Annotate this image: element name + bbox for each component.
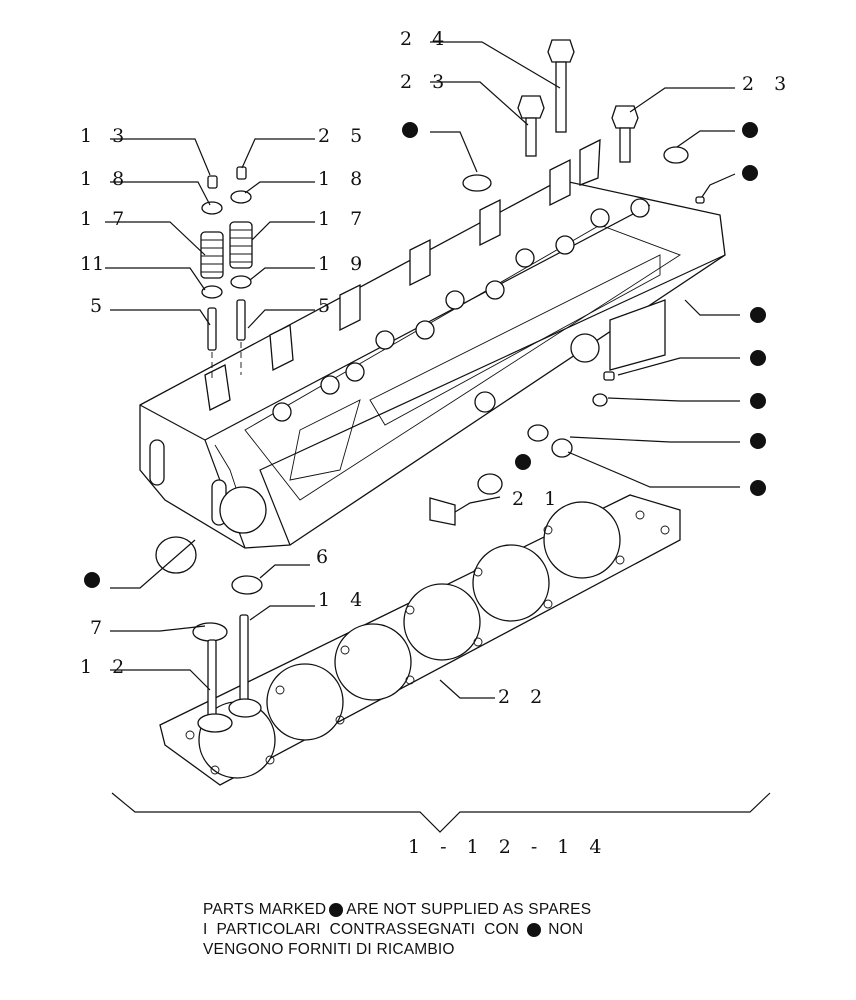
note-line-1-start: PARTS MARKED <box>203 901 327 918</box>
note-line-2-start: I PARTICOLARI CONTRASSEGNATI CON <box>203 921 524 938</box>
callout-labels: 2 4 2 3 2 3 1 3 2 5 1 8 1 8 1 7 1 7 11 1… <box>80 28 793 858</box>
cylinder-head <box>139 138 726 549</box>
marker-dot <box>742 165 758 181</box>
leader-lines <box>105 41 740 699</box>
assembly-bracket <box>111 792 771 833</box>
not-supplied-markers <box>84 122 766 588</box>
callout-11: 11 <box>80 253 104 275</box>
marker-dot <box>750 307 766 323</box>
note-line-2: I PARTICOLARI CONTRASSEGNATI CON NON <box>203 920 591 940</box>
callout-6: 6 <box>316 546 335 568</box>
note-line-3-text: VENGONO FORNITI DI RICAMBIO <box>203 941 455 958</box>
callout-13: 1 3 <box>80 125 131 147</box>
marker-dot <box>750 480 766 496</box>
spares-note: PARTS MARKED ARE NOT SUPPLIED AS SPARES I… <box>203 900 591 960</box>
callout-18-left: 1 8 <box>80 168 131 190</box>
note-line-1: PARTS MARKED ARE NOT SUPPLIED AS SPARES <box>203 900 591 920</box>
note-line-1-end: ARE NOT SUPPLIED AS SPARES <box>346 901 592 918</box>
callout-23-left: 2 3 <box>400 71 451 93</box>
marker-dot <box>84 572 100 588</box>
callout-17-left: 1 7 <box>80 208 131 230</box>
marker-dot <box>515 454 531 470</box>
misc-parts <box>155 146 705 733</box>
callout-12: 1 2 <box>80 656 131 678</box>
marker-dot <box>750 433 766 449</box>
valve-train-right <box>229 166 253 375</box>
callout-5-left: 5 <box>90 295 109 317</box>
marker-dot <box>742 122 758 138</box>
note-line-2-end: NON <box>543 921 584 938</box>
bullet-marker-icon <box>526 923 541 937</box>
callout-25: 2 5 <box>318 125 369 147</box>
callout-21: 2 1 <box>512 488 563 510</box>
marker-dot <box>402 122 418 138</box>
callout-18-right: 1 8 <box>318 168 369 190</box>
callout-14: 1 4 <box>318 589 369 611</box>
callout-7: 7 <box>90 617 109 639</box>
valve-bosses <box>272 198 650 422</box>
bullet-marker-icon <box>329 903 344 917</box>
assembly-label: 1 - 1 2 - 1 4 <box>408 836 609 858</box>
note-line-3: VENGONO FORNITI DI RICAMBIO <box>203 940 591 960</box>
marker-dot <box>750 393 766 409</box>
callout-22: 2 2 <box>498 686 549 708</box>
callout-23-right: 2 3 <box>742 73 793 95</box>
valve-train-left <box>200 175 224 380</box>
callout-17-right: 1 7 <box>318 208 369 230</box>
callout-5-right: 5 <box>318 295 337 317</box>
callout-24: 2 4 <box>400 28 451 50</box>
marker-dot <box>750 350 766 366</box>
gasket-holes <box>185 510 670 775</box>
callout-19: 1 9 <box>318 253 369 275</box>
rocker-brackets <box>204 138 601 411</box>
head-bolts <box>517 39 639 163</box>
